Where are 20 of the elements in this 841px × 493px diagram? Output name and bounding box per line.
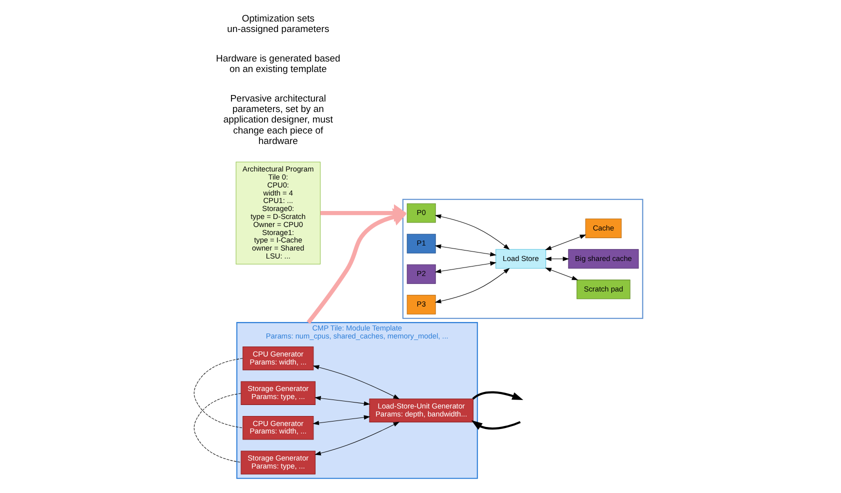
cluster [402, 198, 644, 319]
arrow [545, 256, 570, 262]
label: Optimization sets un-assigned parameters [227, 14, 330, 36]
arrow [434, 244, 497, 256]
arrow [472, 391, 524, 400]
label: Hardware is generated based on an existing template [216, 54, 340, 76]
arrow [434, 268, 510, 304]
arrow [434, 214, 510, 250]
arrow [434, 261, 497, 274]
arrow [312, 415, 370, 426]
arrow [545, 234, 586, 250]
arrow [545, 268, 578, 280]
arrow [314, 396, 370, 406]
arrow [320, 204, 407, 222]
connector [194, 393, 242, 463]
arrow [314, 422, 400, 456]
connector [194, 358, 243, 428]
label: Pervasive architectural parameters, set by an application designer, must change each piece of hardware [223, 94, 333, 147]
arrow [471, 420, 521, 430]
arrow [312, 365, 400, 400]
